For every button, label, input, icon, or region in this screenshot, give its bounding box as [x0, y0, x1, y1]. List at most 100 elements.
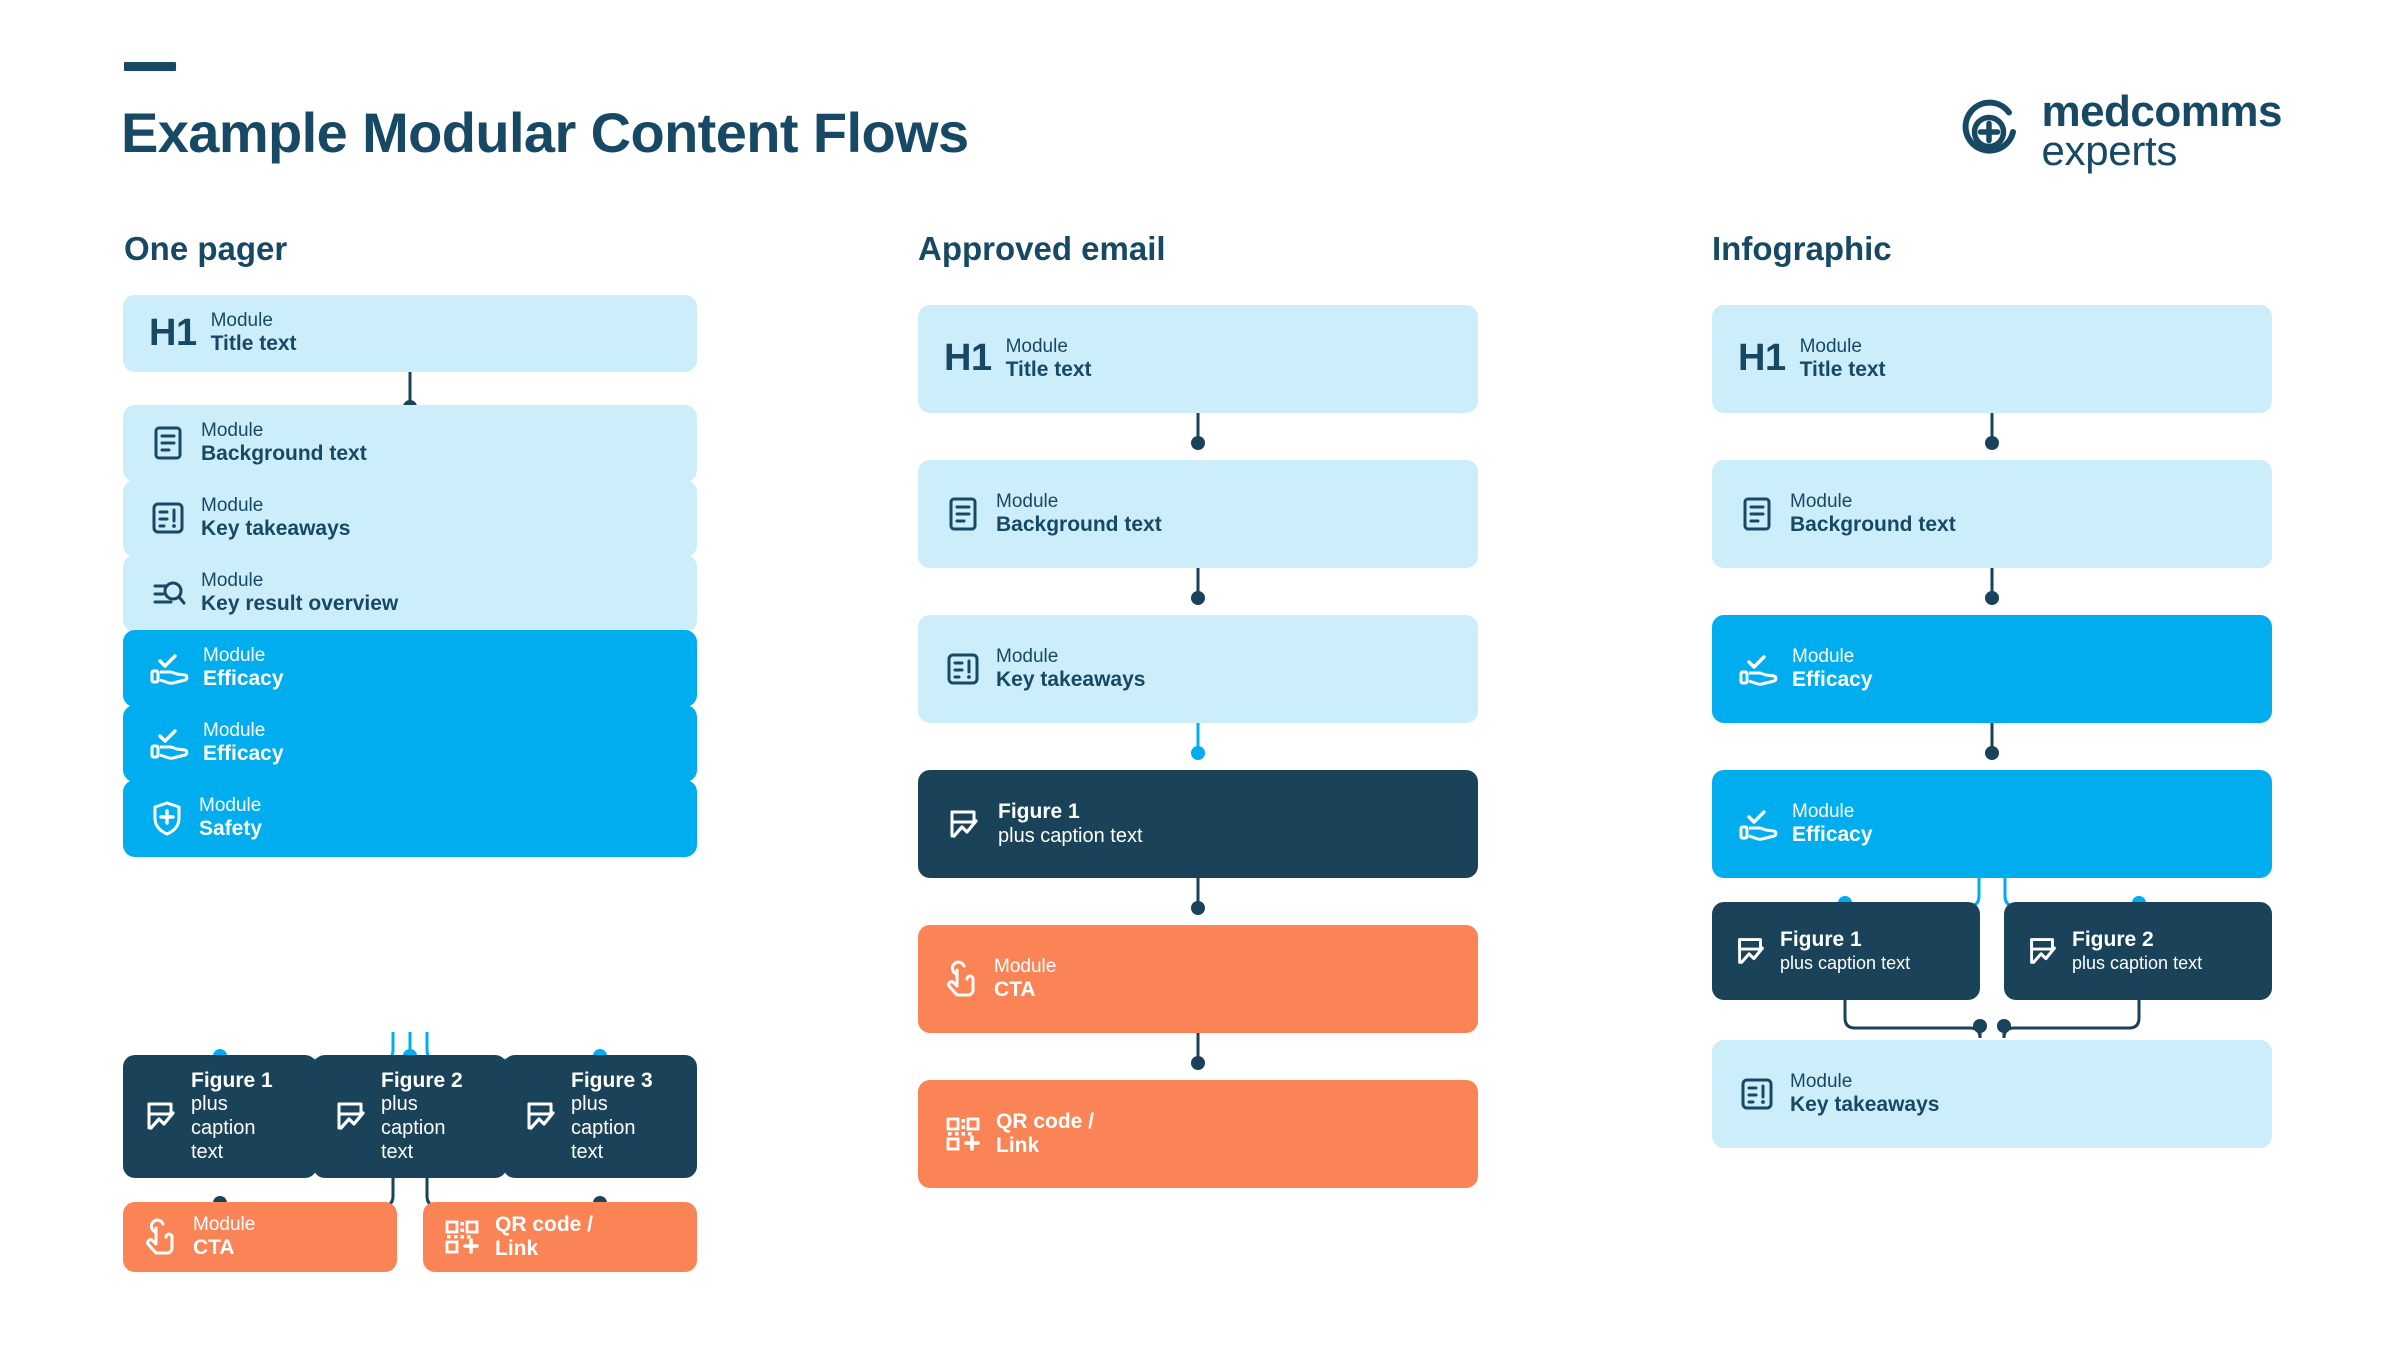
- page-title: Example Modular Content Flows: [121, 101, 969, 164]
- column-title-one-pager: One pager: [124, 230, 288, 267]
- search-lines-icon: [153, 581, 186, 605]
- h1-text-icon: H1: [944, 337, 992, 380]
- module-value: Efficacy: [203, 742, 284, 766]
- brand-logo: medcomms experts: [1955, 87, 2282, 175]
- module-label: Module: [1005, 335, 1068, 357]
- figure-title: Figure 2: [381, 1068, 463, 1092]
- chart-figure-icon: [1738, 938, 1764, 964]
- logo-word-experts: experts: [2041, 127, 2178, 175]
- list-alert-icon: [1741, 1078, 1773, 1110]
- figure-title: Figure 1: [191, 1068, 273, 1092]
- module-label: Module: [203, 645, 266, 667]
- hand-check-icon: [150, 729, 189, 761]
- figure-caption: plus caption text: [381, 1093, 446, 1163]
- module-value: Key takeaways: [201, 517, 351, 541]
- module-label: Module: [201, 420, 264, 442]
- document-text-icon: [949, 497, 977, 531]
- shield-plus-icon: [153, 801, 181, 836]
- module-value: Title text: [210, 332, 297, 356]
- figure-title: Figure 3: [571, 1068, 653, 1092]
- module-value: Background text: [201, 442, 367, 466]
- module-value: Key result overview: [201, 592, 399, 616]
- list-alert-icon: [947, 653, 979, 685]
- module-value: Efficacy: [1792, 822, 1873, 846]
- module-value: CTA: [193, 1235, 235, 1259]
- document-text-icon: [1743, 497, 1771, 531]
- module-label: Module: [1792, 645, 1855, 667]
- figure-caption: plus caption text: [1780, 952, 1911, 973]
- list-alert-icon: [152, 502, 184, 534]
- column-title-approved-email: Approved email: [918, 230, 1166, 267]
- module-label: Module: [994, 955, 1057, 977]
- module-label: Module: [193, 1213, 256, 1235]
- module-value: CTA: [994, 977, 1036, 1001]
- module-value: Efficacy: [1792, 667, 1873, 691]
- figure-caption: plus caption text: [571, 1093, 636, 1163]
- title-accent-rule: [124, 62, 176, 71]
- module-label: Module: [199, 795, 262, 817]
- module-value: Key takeaways: [1790, 1092, 1940, 1116]
- tap-hand-icon: [947, 960, 975, 997]
- hand-check-icon: [1739, 810, 1778, 841]
- figure-title: Figure 1: [1780, 928, 1862, 952]
- logo-word-medcomms: medcomms: [2041, 87, 2282, 136]
- tap-hand-icon: [146, 1218, 174, 1255]
- module-label: Module: [1799, 335, 1862, 357]
- figure-title: Figure 1: [998, 800, 1080, 824]
- column-title-infographic: Infographic: [1712, 230, 1892, 267]
- module-value: Background text: [996, 512, 1162, 536]
- module-value: Title text: [1799, 357, 1886, 381]
- module-label: Module: [210, 310, 273, 332]
- circle-plus-icon: [1963, 99, 2017, 154]
- module-label: Module: [996, 490, 1059, 512]
- figure-caption: plus caption text: [2072, 952, 2203, 973]
- h1-text-icon: H1: [149, 311, 197, 354]
- module-value: Efficacy: [203, 667, 284, 691]
- module-label: Module: [996, 645, 1059, 667]
- qr-title: QR code /: [996, 1109, 1095, 1133]
- chart-figure-icon: [2030, 938, 2056, 964]
- module-label: Module: [1790, 1070, 1853, 1092]
- document-text-icon: [154, 426, 182, 460]
- module-value: Safety: [199, 817, 263, 841]
- module-value: Key takeaways: [996, 667, 1146, 691]
- module-label: Module: [203, 720, 266, 742]
- module-value: Title text: [1005, 357, 1092, 381]
- figure-caption: plus caption text: [998, 824, 1143, 847]
- h1-text-icon: H1: [1738, 337, 1786, 380]
- block-approved-email-qr[interactable]: QR code /Link: [918, 1080, 1478, 1188]
- chart-figure-icon: [337, 1102, 365, 1131]
- qr-title: QR code /: [495, 1212, 594, 1236]
- figure-caption: plus caption text: [191, 1093, 256, 1163]
- block-one-pager-qr[interactable]: QR code /Link: [423, 1202, 697, 1272]
- module-value: Background text: [1790, 512, 1956, 536]
- module-label: Module: [1792, 800, 1855, 822]
- qr-subtitle: Link: [996, 1134, 1040, 1157]
- qr-code-icon: [445, 1220, 479, 1254]
- figure-title: Figure 2: [2072, 928, 2154, 952]
